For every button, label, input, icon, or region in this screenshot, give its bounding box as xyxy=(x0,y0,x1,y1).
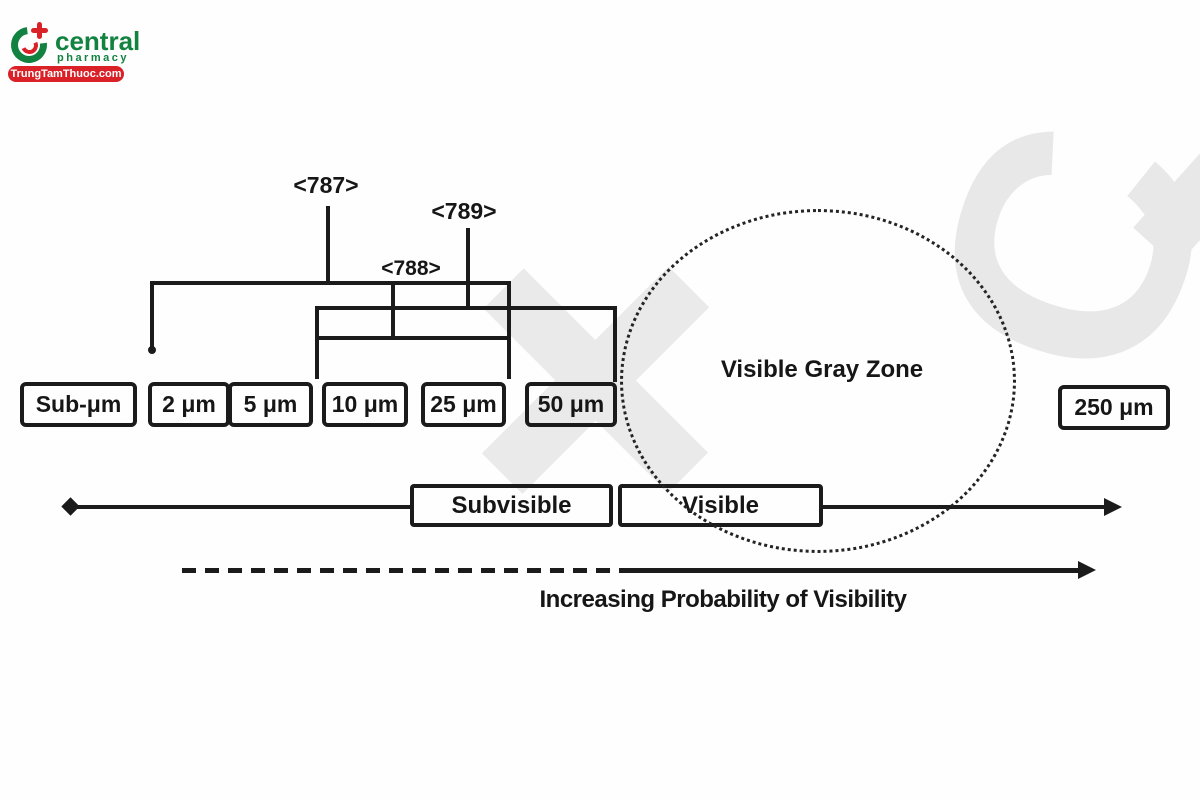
bracket-788-line xyxy=(315,336,511,340)
probability-axis-arrowhead-icon xyxy=(1078,561,1096,579)
logo-plus-icon xyxy=(37,22,42,39)
size-box-25um: 25 μm xyxy=(421,382,506,427)
bracket-787-788-right-tick xyxy=(507,281,511,379)
logo-tagline-text: pharmacy xyxy=(57,52,129,64)
chapter-788-stem xyxy=(391,281,395,339)
size-box-10um: 10 μm xyxy=(322,382,408,427)
size-box-250um: 250 μm xyxy=(1058,385,1170,430)
bracket-789-line xyxy=(315,306,617,310)
visible-gray-zone-label: Visible Gray Zone xyxy=(720,356,924,383)
range-axis-line-left xyxy=(76,505,410,509)
range-axis-right-arrowhead-icon xyxy=(1104,498,1122,516)
bracket-787-left-tick-end xyxy=(148,346,156,354)
probability-axis-dashed-line xyxy=(182,568,633,573)
bracket-787-left-tick xyxy=(150,281,154,351)
probability-axis-solid-line xyxy=(633,568,1082,573)
visible-gray-zone-circle xyxy=(620,209,1016,553)
size-box-50um: 50 μm xyxy=(525,382,617,427)
bracket-788-789-left-tick xyxy=(315,306,319,379)
subvisible-box: Subvisible xyxy=(410,484,613,527)
size-box-2um: 2 μm xyxy=(148,382,230,427)
logo-domain-badge: TrungTamThuoc.com xyxy=(8,66,124,82)
chapter-label-789: <789> xyxy=(431,198,497,224)
chapter-label-787: <787> xyxy=(293,172,359,198)
bracket-787-line xyxy=(150,281,511,285)
size-box-sub-um: Sub-μm xyxy=(20,382,137,427)
chapter-787-stem xyxy=(326,206,330,283)
bracket-789-right-tick xyxy=(613,306,617,382)
range-axis-line-right xyxy=(823,505,1108,509)
central-pharmacy-logo: central pharmacy TrungTamThuoc.com xyxy=(0,0,180,95)
chapter-789-stem xyxy=(466,228,470,309)
size-box-5um: 5 μm xyxy=(228,382,313,427)
chapter-label-788: <788> xyxy=(381,257,441,280)
probability-axis-label: Increasing Probability of Visibility xyxy=(539,586,907,613)
logo-brand-text: central xyxy=(55,26,141,56)
